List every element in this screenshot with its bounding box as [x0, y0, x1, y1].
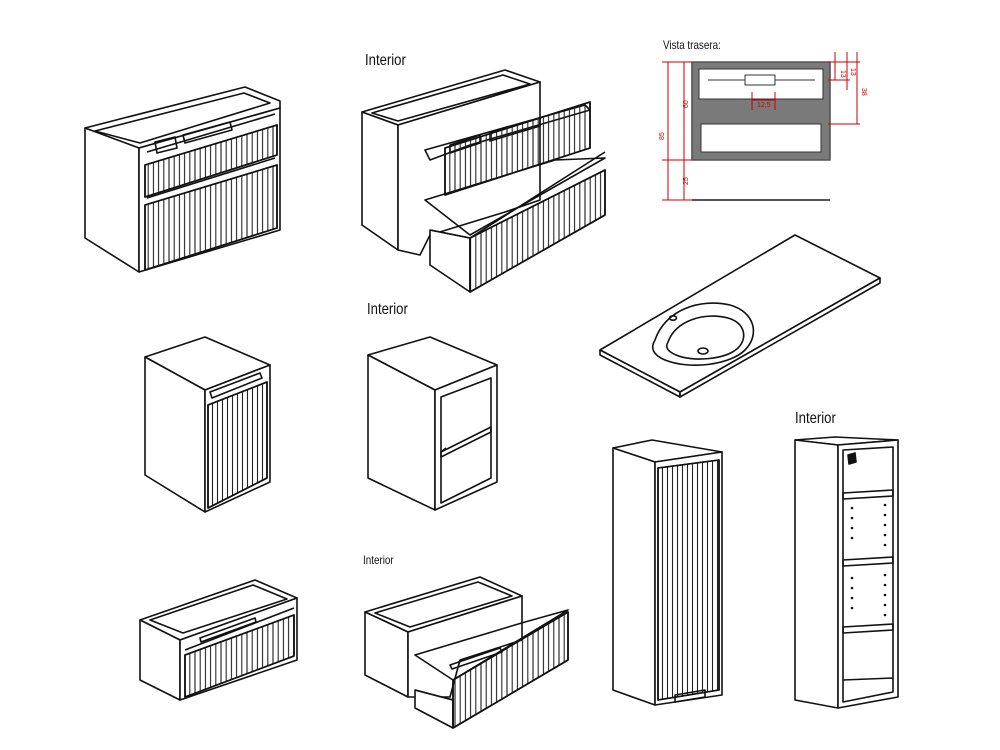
tall-column-open	[794, 436, 899, 709]
dim-13-a: 13	[839, 70, 846, 78]
small-cabinet-closed	[144, 336, 271, 513]
rear-view-dimension-text: 12,5 13 13 38 60 85 25	[659, 68, 867, 185]
rear-view-drawing	[691, 61, 831, 201]
dim-60: 60	[683, 100, 690, 108]
label-interior-bottom: Interior	[363, 553, 394, 567]
label-interior-column: Interior	[795, 410, 836, 427]
dim-13-b: 13	[849, 68, 856, 76]
small-cabinet-open	[367, 336, 498, 511]
label-rear-view: Vista trasera:	[663, 38, 721, 52]
washbasin-countertop	[599, 234, 881, 398]
label-interior-middle: Interior	[367, 301, 408, 318]
low-vanity-closed	[139, 579, 298, 701]
label-interior-top: Interior	[365, 52, 406, 69]
vanity-two-drawers-closed	[84, 86, 281, 273]
rear-view-dimension-lines	[662, 52, 860, 201]
dim-12-5: 12,5	[757, 102, 771, 109]
dim-25: 25	[683, 177, 690, 185]
low-vanity-open	[364, 576, 569, 729]
tall-column-closed	[612, 439, 723, 706]
dim-38: 38	[860, 88, 867, 96]
vanity-two-drawers-open	[361, 69, 606, 293]
dim-85: 85	[659, 132, 666, 140]
